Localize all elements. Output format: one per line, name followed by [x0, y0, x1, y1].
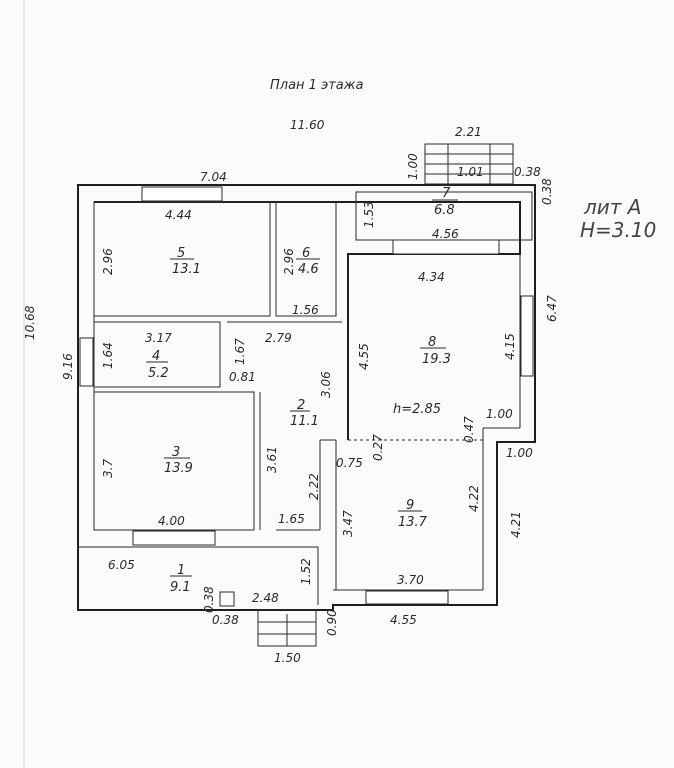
svg-text:4.6: 4.6: [298, 262, 319, 277]
bottom-porch-steps: [219, 591, 317, 647]
dim-2-21: 2.21: [455, 125, 482, 139]
room-6-label: 6 4.6: [296, 246, 320, 277]
lit-label: лит А: [583, 195, 641, 219]
svg-text:4: 4: [152, 349, 160, 364]
dim-0-38-right: 0.38: [540, 178, 554, 205]
height-label: H=3.10: [580, 218, 656, 242]
dim-1-64: 1.64: [101, 342, 115, 369]
dim-6-47: 6.47: [545, 295, 559, 322]
dim-2-22: 2.22: [307, 473, 321, 500]
svg-text:2: 2: [297, 398, 305, 413]
svg-text:9: 9: [406, 498, 414, 513]
dim-4-22: 4.22: [467, 485, 481, 512]
room-4-outline: [93, 321, 221, 388]
room-6-outline: [275, 201, 337, 317]
dim-1-00-b: 1.00: [506, 446, 533, 460]
dim-1-00-a: 1.00: [486, 407, 513, 421]
svg-text:1: 1: [177, 563, 185, 578]
windows: [79, 186, 534, 605]
svg-text:6.8: 6.8: [434, 203, 455, 218]
window-room-9: [365, 590, 449, 605]
room-8-label: 8 19.3: [420, 335, 451, 367]
room-1-label: 1 9.1: [170, 563, 192, 595]
dim-3-17: 3.17: [145, 331, 172, 345]
dim-4-55-vertical: 4.55: [357, 343, 371, 370]
room-5-label: 5 13.1: [170, 246, 201, 277]
dim-3-70: 3.70: [397, 573, 424, 587]
dim-3-7: 3.7: [101, 459, 115, 478]
room-5-outline: [93, 201, 271, 317]
dim-9-16: 9.16: [61, 353, 75, 380]
dim-2-79: 2.79: [265, 331, 292, 345]
svg-text:6: 6: [302, 246, 310, 261]
svg-text:13.7: 13.7: [398, 515, 428, 530]
interior-walls: [78, 191, 533, 605]
dim-2-96-room5: 2.96: [101, 248, 115, 275]
dim-2-96-room6: 2.96: [282, 248, 296, 275]
window-room-3: [132, 530, 216, 546]
dim-0-38-bottom: 0.38: [212, 613, 239, 627]
dim-0-90: 0.90: [325, 609, 339, 636]
window-room-8-top: [392, 239, 500, 255]
room-height-label: h=2.85: [393, 402, 441, 417]
room-7-label: 7 6.8: [432, 186, 458, 218]
dim-6-05: 6.05: [108, 558, 135, 572]
window-room-5: [141, 186, 223, 202]
svg-text:7: 7: [442, 186, 451, 201]
dim-11-60: 11.60: [290, 118, 325, 132]
dim-0-75: 0.75: [336, 456, 363, 470]
room-9-label: 9 13.7: [398, 498, 428, 530]
dim-4-34: 4.34: [418, 270, 445, 284]
dim-0-38-left: 0.38: [202, 586, 216, 613]
dim-1-50: 1.50: [274, 651, 301, 665]
dim-2-48: 2.48: [252, 591, 279, 605]
dim-1-53: 1.53: [362, 201, 376, 228]
top-porch-steps: [424, 143, 514, 185]
svg-text:9.1: 9.1: [170, 580, 191, 595]
dim-1-01: 1.01: [457, 165, 484, 179]
dim-3-06: 3.06: [319, 371, 333, 398]
dim-1-00-top: 1.00: [406, 153, 420, 180]
room-2-label: 2 11.1: [290, 398, 319, 429]
dim-0-47: 0.47: [462, 416, 476, 443]
dim-1-65: 1.65: [278, 512, 305, 526]
window-room-4: [79, 337, 94, 387]
room-3-outline: [93, 391, 255, 531]
dim-7-04: 7.04: [200, 170, 227, 184]
dim-3-47: 3.47: [341, 510, 355, 537]
dim-0-81: 0.81: [229, 370, 256, 384]
dim-10-68: 10.68: [23, 305, 37, 340]
dim-1-56: 1.56: [292, 303, 319, 317]
dim-1-52: 1.52: [299, 558, 313, 585]
svg-text:11.1: 11.1: [290, 414, 319, 429]
svg-text:3: 3: [172, 445, 180, 460]
svg-text:5: 5: [177, 246, 185, 261]
dim-0-27: 0.27: [371, 434, 385, 461]
dim-4-21: 4.21: [509, 511, 523, 538]
dim-4-55-horizontal: 4.55: [390, 613, 417, 627]
dim-0-38-top: 0.38: [514, 165, 541, 179]
room-3-label: 3 13.9: [164, 445, 193, 476]
svg-text:19.3: 19.3: [422, 352, 451, 367]
svg-text:5.2: 5.2: [148, 366, 169, 381]
dim-4-00: 4.00: [158, 514, 185, 528]
plan-title: План 1 этажа: [270, 78, 363, 93]
room-4-label: 4 5.2: [146, 349, 169, 381]
svg-text:8: 8: [428, 335, 436, 350]
window-room-8-right: [520, 295, 534, 377]
dim-4-44: 4.44: [165, 208, 192, 222]
svg-text:13.9: 13.9: [164, 461, 193, 476]
dim-4-15: 4.15: [503, 333, 517, 360]
dim-4-56: 4.56: [432, 227, 459, 241]
dim-3-61: 3.61: [265, 446, 279, 473]
dim-1-67: 1.67: [233, 338, 247, 365]
svg-text:13.1: 13.1: [172, 262, 201, 277]
